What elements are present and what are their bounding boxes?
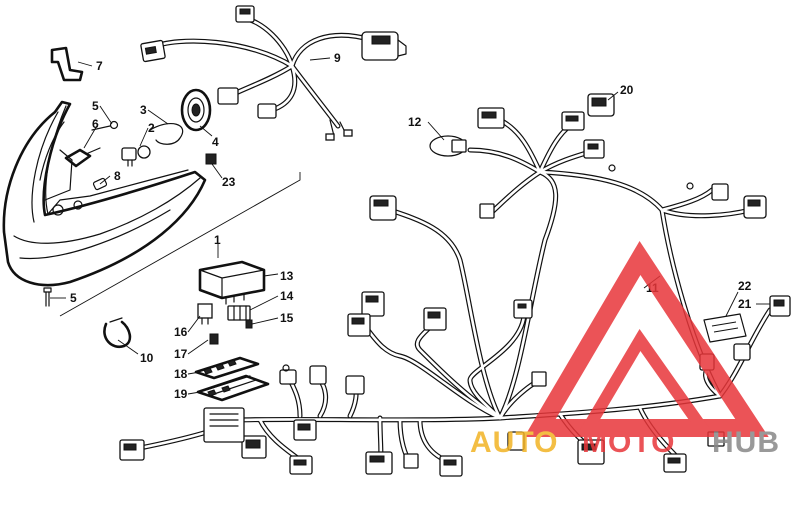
fuse-panel-18 bbox=[194, 356, 260, 380]
assembly-boundary bbox=[59, 172, 301, 317]
bulb-retaining-clip bbox=[149, 122, 184, 145]
callout-23: 23 bbox=[222, 175, 236, 189]
callout-1: 1 bbox=[214, 233, 221, 247]
callout-7: 7 bbox=[96, 59, 103, 73]
relay-16 bbox=[197, 303, 213, 325]
callout-leaders bbox=[50, 57, 770, 395]
watermark-text-hub: HUB bbox=[712, 426, 780, 459]
diode-17 bbox=[209, 333, 219, 345]
headlight-housing bbox=[2, 100, 207, 287]
callout-5-upper: 5 bbox=[92, 99, 99, 113]
callout-12: 12 bbox=[408, 115, 422, 129]
position-lamp bbox=[92, 177, 108, 191]
callout-2: 2 bbox=[148, 121, 155, 135]
callout-5-lower: 5 bbox=[70, 291, 77, 305]
clamp-ring-10 bbox=[103, 317, 132, 349]
callout-20: 20 bbox=[620, 83, 634, 97]
callout-3: 3 bbox=[140, 103, 147, 117]
fuse-block-14 bbox=[227, 305, 251, 321]
small-connector-23 bbox=[205, 153, 217, 165]
callout-9: 9 bbox=[334, 51, 341, 65]
callout-21: 21 bbox=[738, 297, 752, 311]
dust-cover bbox=[180, 88, 212, 132]
callout-6: 6 bbox=[92, 117, 99, 131]
fuse-cover-19 bbox=[196, 374, 270, 402]
mount-screw-lower bbox=[43, 287, 52, 307]
front-harness bbox=[140, 5, 407, 141]
headlight-bulb bbox=[121, 145, 151, 167]
callout-14: 14 bbox=[280, 289, 294, 303]
callout-19: 19 bbox=[174, 387, 188, 401]
callout-15: 15 bbox=[280, 311, 294, 325]
mount-bracket bbox=[50, 46, 84, 82]
callout-22: 22 bbox=[738, 279, 752, 293]
callout-16: 16 bbox=[174, 325, 188, 339]
callout-8: 8 bbox=[114, 169, 121, 183]
callout-17: 17 bbox=[174, 347, 188, 361]
callout-4: 4 bbox=[212, 135, 219, 149]
watermark-logo: AUTO MOTO HUB bbox=[470, 240, 780, 459]
watermark-triangle-inner bbox=[577, 328, 714, 434]
watermark-text-auto: AUTO bbox=[470, 426, 558, 459]
watermark-text-moto: MOTO bbox=[582, 426, 675, 459]
fuse-15 bbox=[245, 319, 253, 329]
callout-18: 18 bbox=[174, 367, 188, 381]
callout-10: 10 bbox=[140, 351, 154, 365]
bulb-socket bbox=[64, 147, 101, 168]
callout-13: 13 bbox=[280, 269, 294, 283]
relay-box-13 bbox=[198, 260, 266, 305]
